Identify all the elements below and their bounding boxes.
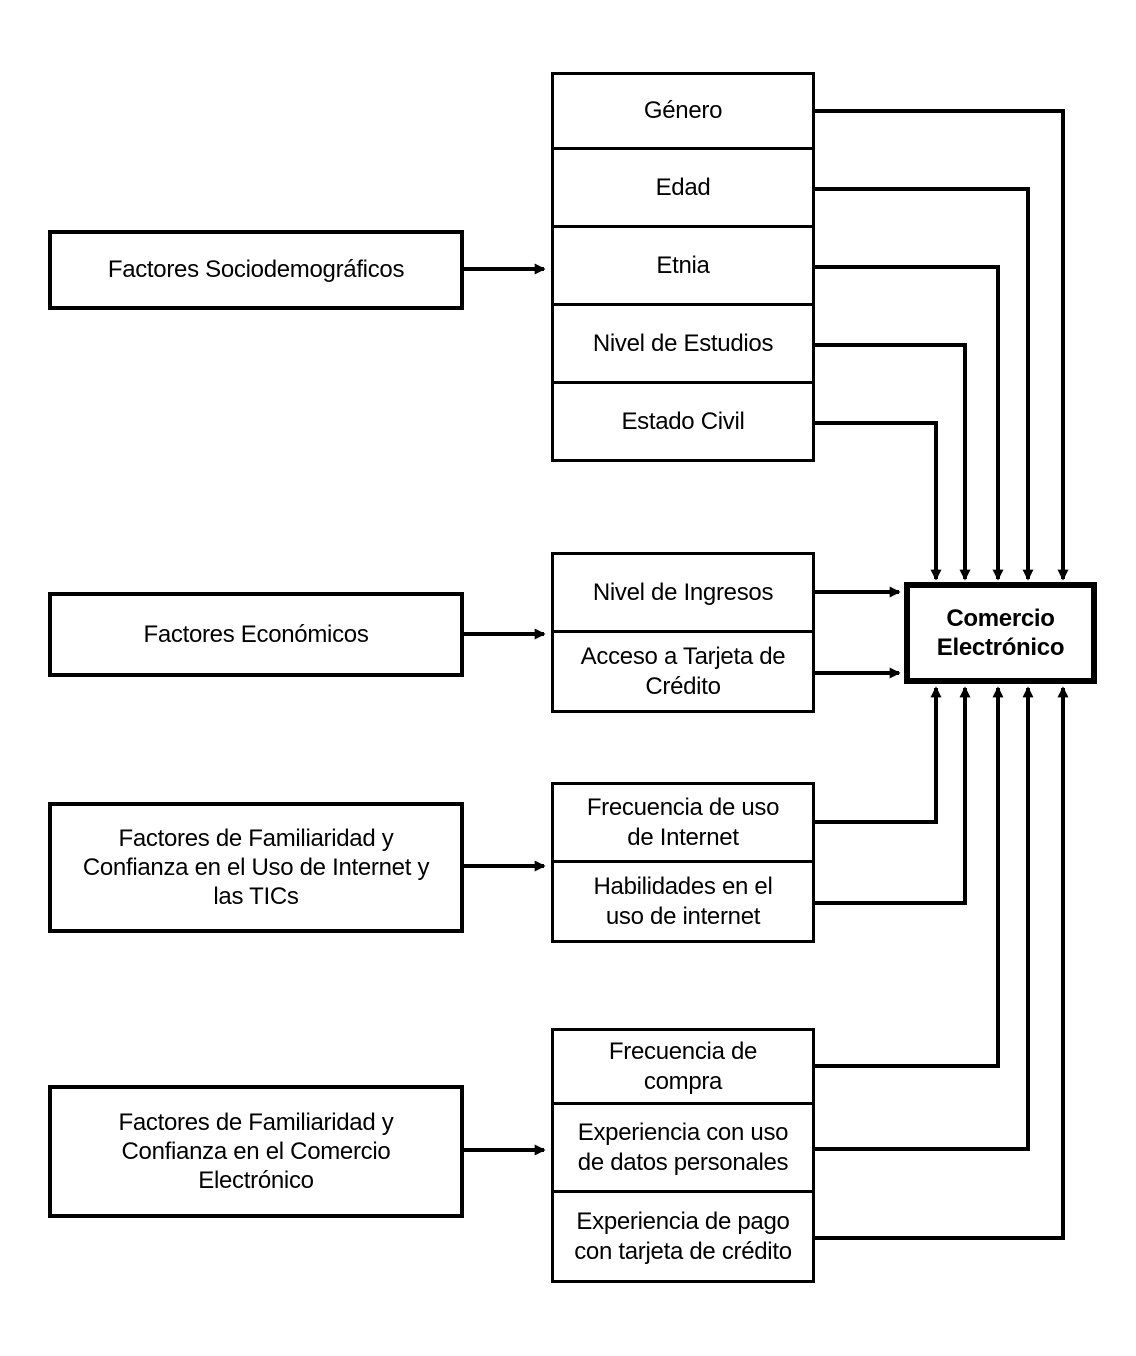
category-label-economicos: Factores Económicos	[143, 620, 369, 648]
factor-box-etnia: Etnia	[551, 225, 815, 306]
factor-label-genero: Género	[643, 97, 723, 125]
arrow-frecuencia-compra-to-comercio	[815, 686, 1004, 1068]
arrow-habilidades-internet-to-comercio	[815, 686, 971, 905]
factor-box-experiencia-datos-personales: Experiencia con uso de datos personales	[551, 1102, 815, 1193]
arrow-genero-to-comercio	[815, 109, 1069, 581]
factor-box-frecuencia-compra: Frecuencia de compra	[551, 1028, 815, 1105]
factor-box-experiencia-pago-tarjeta: Experiencia de pago con tarjeta de crédi…	[551, 1190, 815, 1283]
category-label-familiaridad-comercio: Factores de Familiaridad y Confianza en …	[118, 1108, 394, 1195]
arrow-etnia-to-comercio	[815, 265, 1004, 581]
factor-box-frecuencia-uso-internet: Frecuencia de uso de Internet	[551, 782, 815, 863]
factor-label-frecuencia-uso-internet: Frecuencia de uso de Internet	[586, 794, 780, 851]
outcome-box-comercio-electronico: Comercio Electrónico	[904, 582, 1097, 684]
factor-label-estado-civil: Estado Civil	[621, 407, 745, 435]
factor-box-habilidades-uso-internet: Habilidades en el uso de internet	[551, 860, 815, 943]
category-box-familiaridad-internet: Factores de Familiaridad y Confianza en …	[48, 802, 464, 933]
factor-box-genero: Género	[551, 72, 815, 150]
factor-label-etnia: Etnia	[656, 251, 710, 279]
factor-box-acceso-tarjeta-credito: Acceso a Tarjeta de Crédito	[551, 630, 815, 713]
arrow-estado-civil-to-comercio	[815, 421, 942, 581]
factor-box-edad: Edad	[551, 147, 815, 228]
arrow-frecuencia-uso-internet-to-comercio	[815, 686, 942, 824]
factor-label-nivel-de-ingresos: Nivel de Ingresos	[592, 578, 774, 606]
factor-label-nivel-de-estudios: Nivel de Estudios	[592, 329, 774, 357]
factor-label-frecuencia-compra: Frecuencia de compra	[608, 1038, 758, 1095]
factor-label-acceso-tarjeta-credito: Acceso a Tarjeta de Crédito	[580, 643, 786, 700]
factor-label-experiencia-pago-tarjeta: Experiencia de pago con tarjeta de crédi…	[574, 1208, 792, 1265]
arrow-experiencia-pago-to-comercio	[815, 686, 1069, 1240]
factor-box-estado-civil: Estado Civil	[551, 381, 815, 462]
category-box-familiaridad-comercio: Factores de Familiaridad y Confianza en …	[48, 1085, 464, 1218]
factor-label-edad: Edad	[655, 173, 711, 201]
factor-box-nivel-de-ingresos: Nivel de Ingresos	[551, 552, 815, 633]
arrow-experiencia-datos-to-comercio	[815, 686, 1034, 1151]
category-label-sociodemograficos: Factores Sociodemográficos	[107, 256, 405, 284]
arrow-nivel-estudios-to-comercio	[815, 343, 971, 581]
factor-box-nivel-de-estudios: Nivel de Estudios	[551, 303, 815, 384]
factor-label-habilidades-uso-internet: Habilidades en el uso de internet	[593, 873, 773, 930]
category-box-economicos: Factores Económicos	[48, 592, 464, 677]
category-label-familiaridad-internet: Factores de Familiaridad y Confianza en …	[82, 824, 430, 911]
outcome-label-comercio-electronico: Comercio Electrónico	[936, 604, 1065, 661]
factor-label-experiencia-datos-personales: Experiencia con uso de datos personales	[577, 1119, 789, 1176]
arrow-edad-to-comercio	[815, 187, 1034, 581]
category-box-sociodemograficos: Factores Sociodemográficos	[48, 230, 464, 310]
